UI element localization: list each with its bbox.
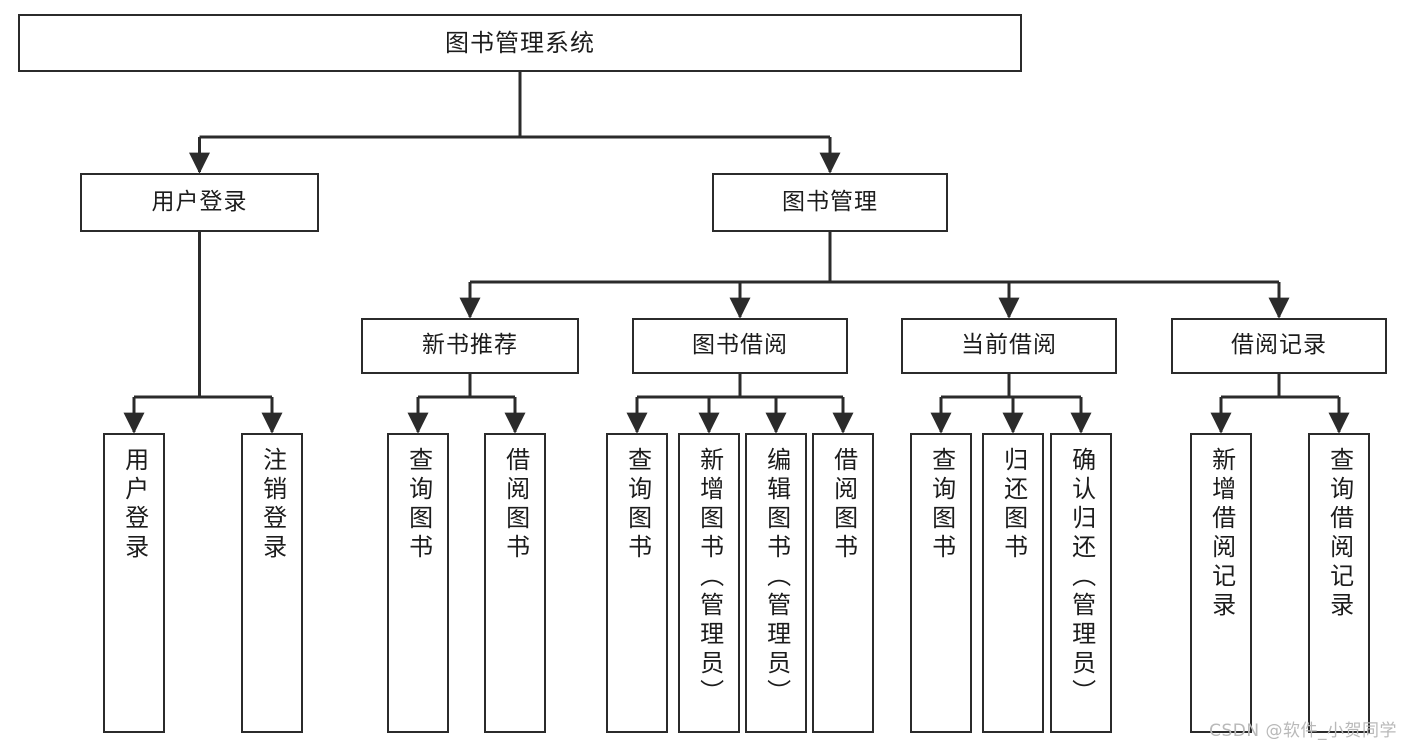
node-leaf-query-book-3[interactable]: 查询图书 — [910, 433, 972, 733]
node-label: 查询图书 — [927, 447, 956, 563]
node-label: 用户登录 — [151, 188, 248, 215]
watermark-text: CSDN @软件_小贺同学 — [1209, 721, 1397, 741]
node-label: 借阅图书 — [829, 447, 858, 563]
node-root[interactable]: 图书管理系统 — [18, 14, 1022, 72]
node-leaf-query-record[interactable]: 查询借阅记录 — [1308, 433, 1370, 733]
node-label: 图书管理系统 — [445, 28, 595, 57]
node-label: 查询图书 — [404, 447, 433, 563]
node-label: 确认归还（管理员） — [1067, 447, 1096, 708]
node-label: 借阅图书 — [501, 447, 530, 563]
node-new-book-rec[interactable]: 新书推荐 — [361, 318, 579, 374]
node-label: 查询图书 — [623, 447, 652, 563]
node-book-manage[interactable]: 图书管理 — [712, 173, 948, 232]
node-label: 当前借阅 — [961, 332, 1057, 359]
node-label: 编辑图书（管理员） — [762, 447, 791, 708]
node-borrow-record[interactable]: 借阅记录 — [1171, 318, 1387, 374]
node-leaf-borrow-book-2[interactable]: 借阅图书 — [812, 433, 874, 733]
node-user-login[interactable]: 用户登录 — [80, 173, 319, 232]
node-label: 归还图书 — [999, 447, 1028, 563]
node-label: 借阅记录 — [1231, 332, 1327, 359]
node-label: 图书借阅 — [692, 332, 788, 359]
node-leaf-user-login[interactable]: 用户登录 — [103, 433, 165, 733]
node-label: 新增借阅记录 — [1207, 447, 1236, 621]
node-label: 新增图书（管理员） — [695, 447, 724, 708]
node-leaf-query-book-2[interactable]: 查询图书 — [606, 433, 668, 733]
node-label: 新书推荐 — [422, 332, 518, 359]
node-leaf-add-record[interactable]: 新增借阅记录 — [1190, 433, 1252, 733]
node-leaf-query-book-1[interactable]: 查询图书 — [387, 433, 449, 733]
node-book-borrow[interactable]: 图书借阅 — [632, 318, 848, 374]
node-label: 图书管理 — [782, 188, 878, 215]
node-leaf-edit-book[interactable]: 编辑图书（管理员） — [745, 433, 807, 733]
node-leaf-return-book[interactable]: 归还图书 — [982, 433, 1044, 733]
node-label: 注销登录 — [258, 447, 287, 563]
node-label: 查询借阅记录 — [1325, 447, 1354, 621]
node-current-borrow[interactable]: 当前借阅 — [901, 318, 1117, 374]
node-leaf-borrow-book-1[interactable]: 借阅图书 — [484, 433, 546, 733]
node-leaf-confirm-return[interactable]: 确认归还（管理员） — [1050, 433, 1112, 733]
node-leaf-user-logout[interactable]: 注销登录 — [241, 433, 303, 733]
node-label: 用户登录 — [120, 447, 149, 563]
node-leaf-add-book[interactable]: 新增图书（管理员） — [678, 433, 740, 733]
